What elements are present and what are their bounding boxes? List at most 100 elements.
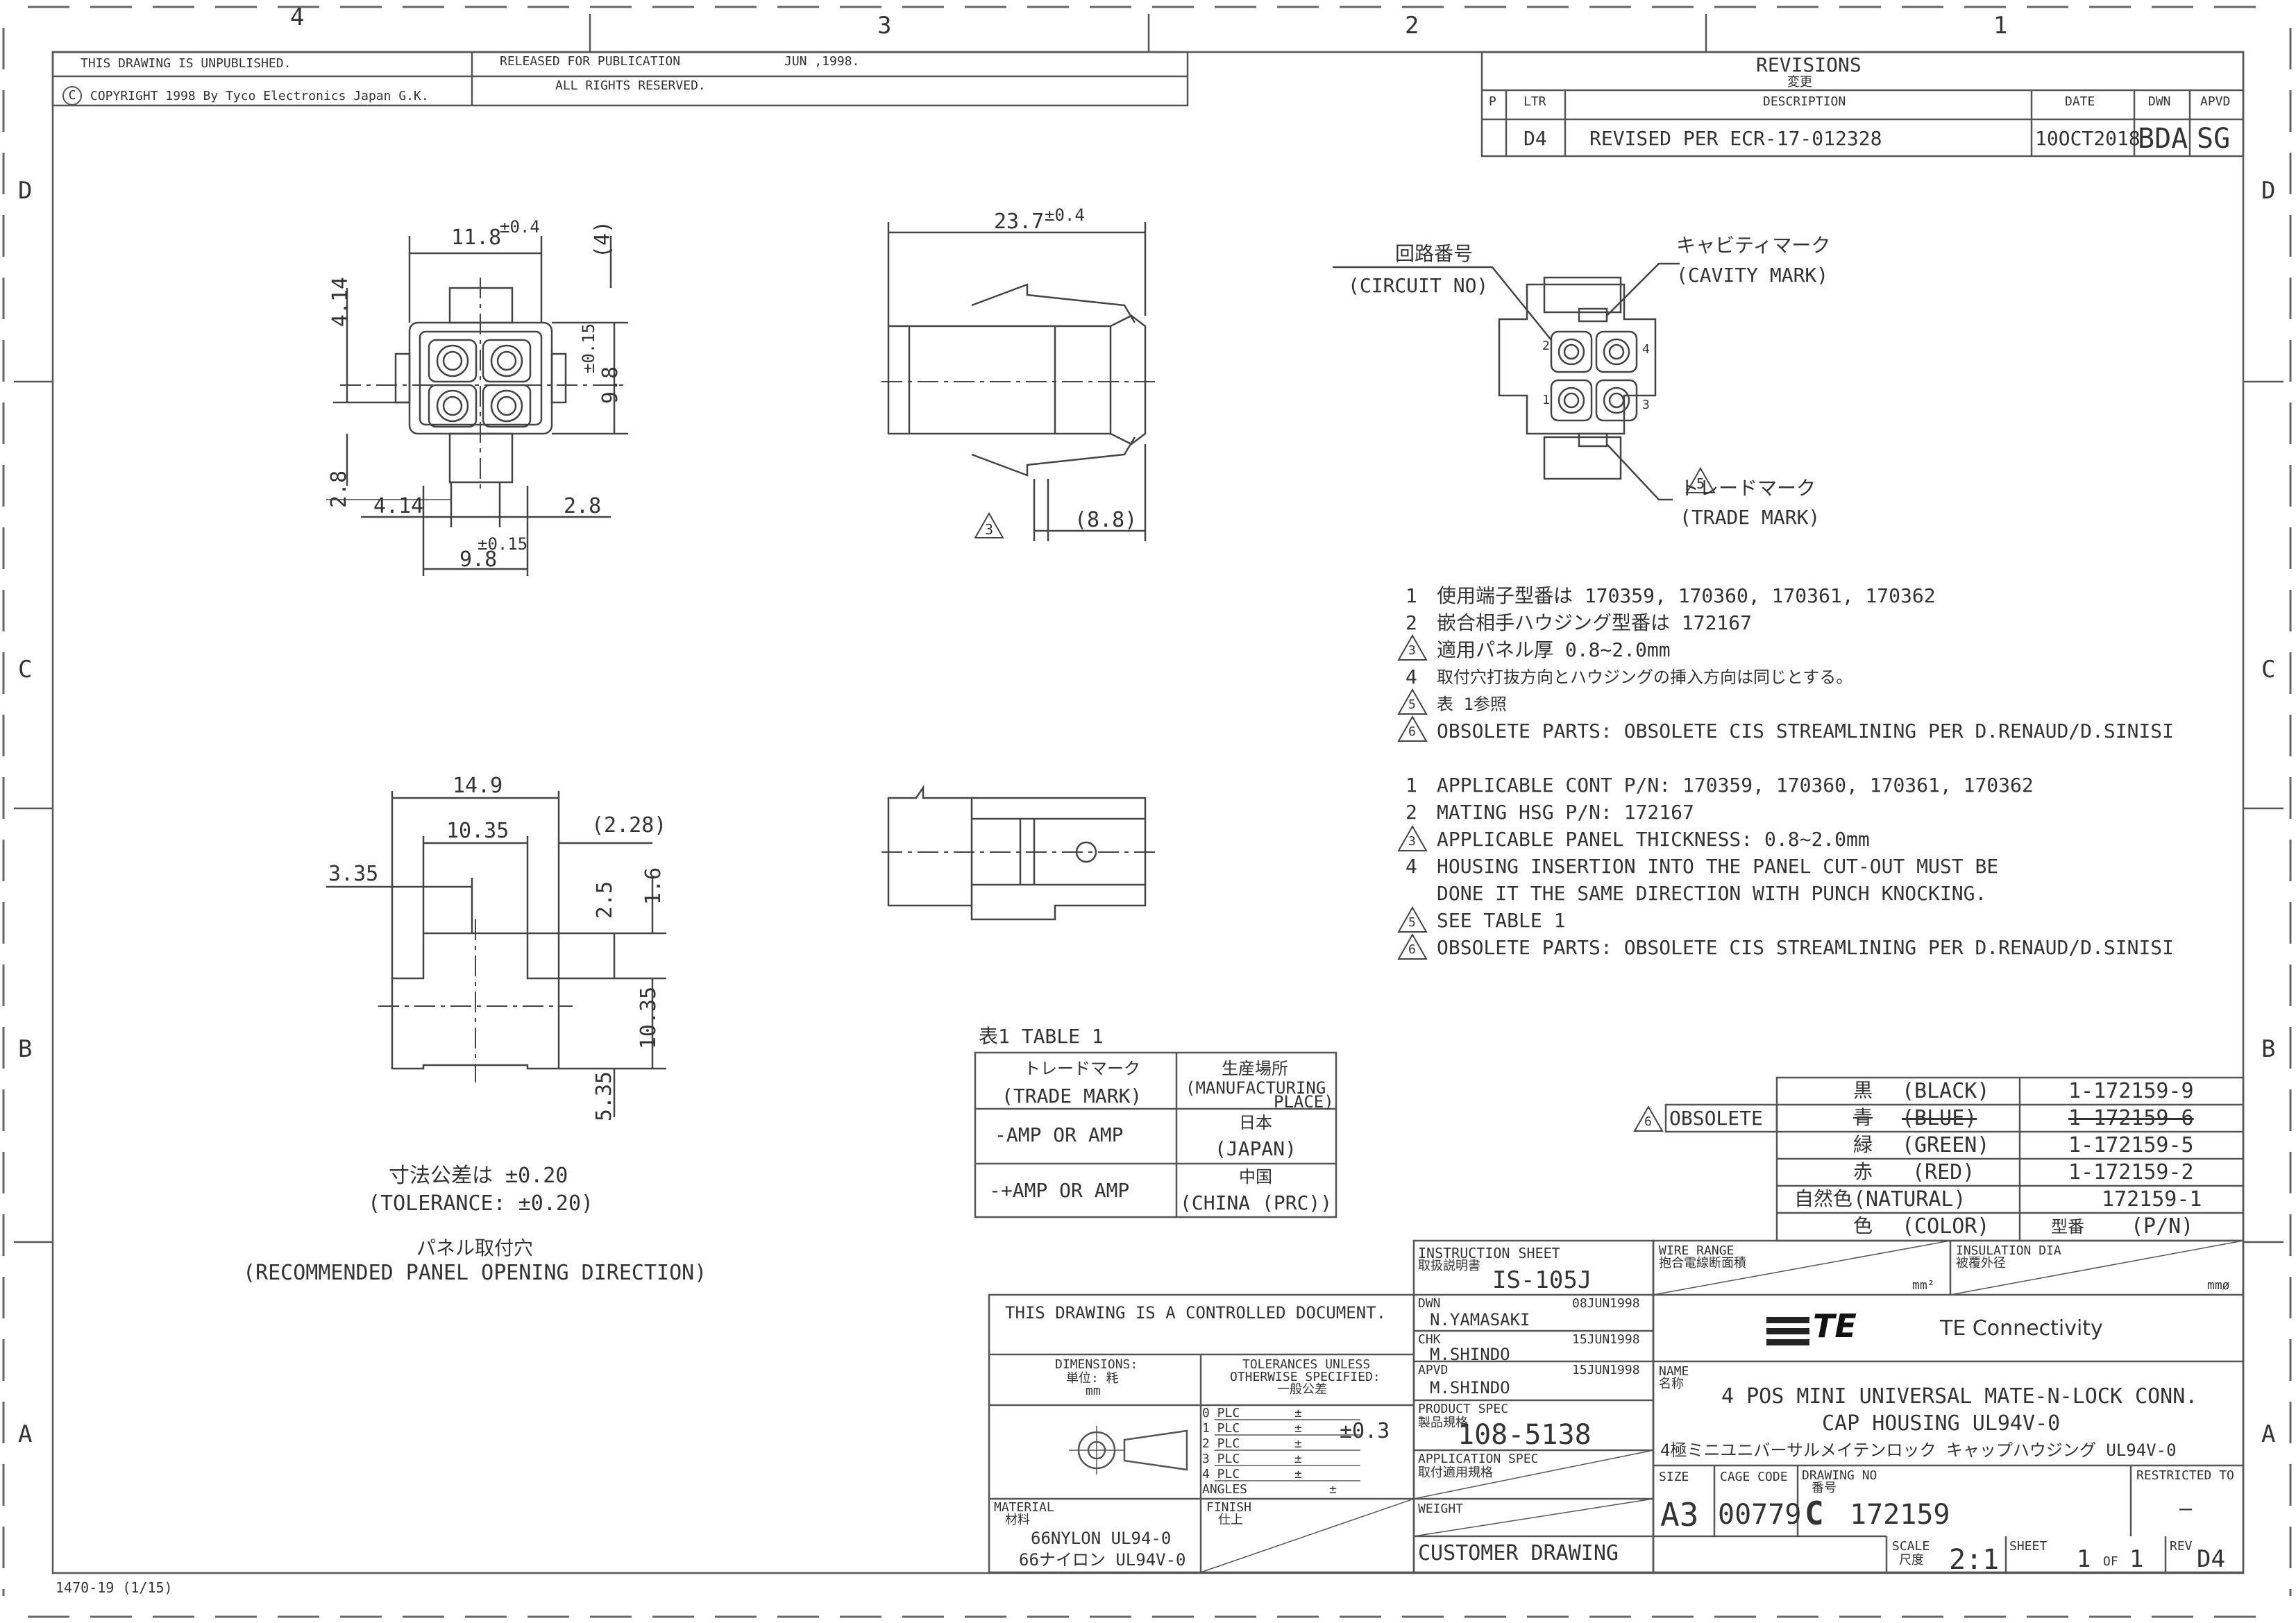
color-row4-jp: 赤: [1853, 1160, 1873, 1183]
dim-tol-04: ±0.4: [500, 217, 540, 237]
note-en-4: HOUSING INSERTION INTO THE PANEL CUT-OUT…: [1437, 855, 1999, 878]
cage-code-value: 00779: [1718, 1499, 1802, 1531]
dim-tol-015-v: ±0.15: [579, 323, 599, 374]
note-en-1: APPLICABLE CONT P/N: 170359, 170360, 170…: [1437, 774, 2034, 797]
dwn-name: N.YAMASAKI: [1430, 1310, 1530, 1329]
dim-tol-015-h: ±0.15: [478, 534, 528, 554]
note-jp-1-num: 1: [1406, 584, 1417, 607]
revisions-title: REVISIONS: [1756, 53, 1862, 76]
application-spec-jp: 取付適用規格: [1418, 1465, 1493, 1480]
cavity-mark-jp: キャビティマーク: [1676, 234, 1831, 257]
table1-title: 表1 TABLE 1: [979, 1025, 1104, 1048]
note-en-6: OBSOLETE PARTS: OBSOLETE CIS STREAMLININ…: [1437, 936, 2175, 959]
rev-apvd: SG: [2197, 123, 2231, 155]
size-value: A3: [1660, 1496, 1699, 1533]
table1-head-place-en: (MANUFACTURING: [1185, 1078, 1326, 1098]
dim-1-6: 1.6: [641, 867, 666, 906]
dimensions-jp: 単位: 粍: [1066, 1371, 1119, 1386]
color-row4-pn: 1-172159-2: [2068, 1160, 2194, 1184]
drawing-no-jp: 番号: [1812, 1481, 1837, 1495]
plc-4: 4 PLC: [1202, 1467, 1240, 1481]
rev-head-dwn: DWN: [2148, 94, 2171, 109]
note-en-6-num: 6: [1408, 942, 1416, 957]
dim-2-8-h: 2.8: [564, 494, 602, 518]
color-row3-jp: 緑: [1853, 1133, 1873, 1156]
pin-label-3: 3: [1642, 398, 1650, 412]
note-en-1-num: 1: [1406, 774, 1417, 797]
dim-2-5: 2.5: [593, 881, 618, 919]
rev-value: D4: [2197, 1545, 2225, 1573]
plc-angles: ANGLES: [1202, 1482, 1248, 1497]
pin-label-1: 1: [1542, 393, 1550, 407]
material-jp: 材料: [1005, 1513, 1030, 1527]
table1-head-place-en2: PLACE): [1274, 1092, 1334, 1112]
finish-jp: 仕上: [1218, 1513, 1243, 1527]
color-footer-en: (COLOR): [1902, 1214, 1990, 1239]
note-jp-4-num: 4: [1406, 665, 1417, 688]
dim-5-35: 5.35: [592, 1071, 617, 1122]
note-en-5-num: 5: [1408, 915, 1416, 930]
color-row3-en: (GREEN): [1902, 1133, 1990, 1157]
cavity-mark-en: (CAVITY MARK): [1676, 264, 1829, 287]
te-logo: TE: [1813, 1307, 1857, 1345]
color-row2-en: (BLUE): [1902, 1106, 1977, 1130]
cage-code-label: CAGE CODE: [1720, 1470, 1788, 1484]
front-view: [326, 236, 628, 576]
insulation-label: INSULATION DIA: [1956, 1243, 2061, 1258]
dimensions-unit: mm: [1086, 1384, 1101, 1398]
note-jp-6: OBSOLETE PARTS: OBSOLETE CIS STREAMLININ…: [1437, 720, 2175, 742]
color-row1-en: (BLACK): [1902, 1079, 1990, 1103]
note-jp-5: 表 1参照: [1437, 695, 1507, 714]
dim-9-8-h: 9.8: [459, 547, 498, 572]
color-row5-en: (NATURAL): [1853, 1187, 1966, 1212]
material-1: 66NYLON UL94-0: [1031, 1529, 1172, 1548]
dwn-label: DWN: [1418, 1296, 1441, 1311]
restricted-label: RESTRICTED TO: [2136, 1468, 2234, 1483]
zone-right-a: A: [2261, 1420, 2276, 1448]
table1-row1-mark: -AMP OR AMP: [995, 1123, 1124, 1146]
table1-row1-place-en: (JAPAN): [1215, 1137, 1297, 1160]
te-logo-bars: [1766, 1317, 1809, 1345]
note-en-4-num: 4: [1406, 855, 1417, 878]
chk-name: M.SHINDO: [1430, 1345, 1510, 1364]
table1-row2-mark: -+AMP OR AMP: [989, 1179, 1130, 1202]
panel-caption-jp: パネル取付穴: [416, 1237, 534, 1259]
sheet-total: 1: [2129, 1545, 2144, 1573]
circuit-no-en: (CIRCUIT NO): [1348, 274, 1489, 297]
inner-border: [51, 51, 2245, 1574]
plc-4-pm: ±: [1294, 1467, 1302, 1481]
controlled-doc: THIS DRAWING IS A CONTROLLED DOCUMENT.: [1005, 1303, 1387, 1323]
dim-4-14-v: 4.14: [328, 276, 353, 328]
wire-range-jp: 抱合電線断面積: [1659, 1256, 1746, 1271]
panel-cutout-view: [326, 791, 666, 1117]
rev-dwn: BDA: [2138, 123, 2188, 155]
apvd-date: 15JUN1998: [1572, 1363, 1640, 1377]
dim-8-8: (8.8): [1074, 508, 1138, 532]
product-spec-label: PRODUCT SPEC: [1418, 1402, 1509, 1416]
rev-head-apvd: APVD: [2200, 94, 2231, 109]
note-jp-2-num: 2: [1406, 611, 1417, 634]
zone-top-3: 3: [877, 12, 892, 40]
trade-mark-en: (TRADE MARK): [1680, 506, 1821, 529]
company-name: TE Connectivity: [1940, 1316, 2103, 1341]
apvd-label: APVD: [1418, 1363, 1449, 1377]
tolerances-label: TOLERANCES UNLESS: [1242, 1357, 1371, 1372]
finish-label: FINISH: [1206, 1500, 1252, 1515]
released-note: RELEASED FOR PUBLICATION: [500, 54, 681, 69]
rev-label: REV: [2170, 1539, 2193, 1554]
part-name-jp: 4極ミニユニバーサルメイテンロック キャップハウジング UL94V-0: [1660, 1441, 2177, 1460]
table1-lines: [974, 1051, 1337, 1218]
drawing-no-prefix: C: [1805, 1495, 1824, 1532]
weight-label: WEIGHT: [1418, 1502, 1464, 1516]
circuit-view: [1333, 262, 1680, 501]
note-en-4-cont: DONE IT THE SAME DIRECTION WITH PUNCH KN…: [1437, 882, 1987, 905]
zone-top-2: 2: [1405, 12, 1419, 40]
revisions-lines: [1480, 51, 2245, 158]
table1-row1-place-jp: 日本: [1239, 1113, 1272, 1132]
zone-left-d: D: [18, 177, 33, 205]
copyright-note: COPYRIGHT 1998 By Tyco Electronics Japan…: [90, 89, 429, 103]
note-jp-3-num: 3: [1408, 643, 1416, 658]
customer-drawing: CUSTOMER DRAWING: [1418, 1541, 1619, 1565]
note-en-2: MATING HSG P/N: 172167: [1437, 801, 1694, 824]
zone-right-b: B: [2261, 1035, 2276, 1063]
